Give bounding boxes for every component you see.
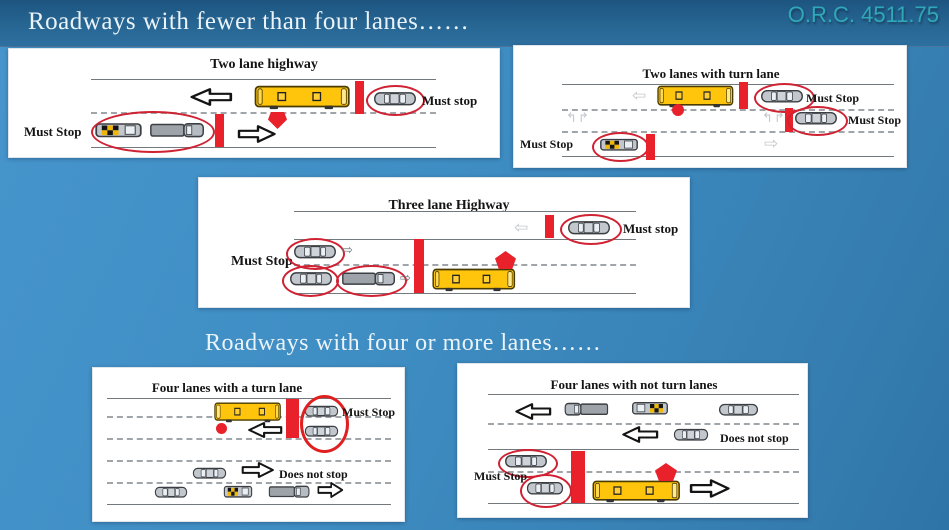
stop-bar — [215, 114, 224, 147]
road-edge-line — [91, 79, 436, 80]
does-not-stop-label: Does not stop — [279, 467, 348, 481]
school-bus-icon — [431, 267, 518, 292]
car-icon — [718, 402, 759, 417]
must-stop-label: Must Stop — [848, 113, 902, 127]
red-circle-marker — [592, 132, 649, 162]
stop-bar — [739, 82, 748, 109]
red-circle-marker — [300, 395, 349, 453]
road-edge-line — [562, 156, 894, 157]
stop-bar — [355, 81, 364, 114]
red-circle-marker — [282, 265, 339, 297]
car-icon — [154, 485, 188, 499]
road-edge-line — [91, 147, 436, 148]
road-lane-line — [107, 482, 391, 484]
road-lane-line — [107, 438, 391, 440]
red-circle-marker — [787, 106, 848, 136]
right-arrow-icon — [317, 481, 344, 499]
right-arrow-icon — [241, 461, 275, 479]
panel-two-lanes-turn-lane: Two lanes with turn lane ⇦ Must Stop ↰↱ … — [513, 45, 907, 168]
stop-bar — [571, 451, 585, 503]
red-circle-marker — [366, 85, 425, 116]
orc-code-label: O.R.C. 4511.75 — [787, 2, 939, 27]
truck-icon — [268, 484, 311, 499]
must-stop-label: Must stop — [422, 93, 478, 108]
does-not-stop-label: Does not stop — [720, 431, 789, 445]
red-circle-marker — [91, 111, 215, 153]
stop-sign-pentagon — [495, 251, 516, 269]
must-stop-label: Must Stop — [342, 405, 396, 419]
road-edge-line — [488, 503, 799, 504]
stop-bar — [286, 399, 299, 438]
left-arrow-icon — [514, 402, 552, 421]
slide-heading-more-lanes: Roadways with four or more lanes…… — [205, 330, 602, 356]
panel-three-lane-highway: Three lane Highway ⇦ Must stop Must Stop… — [198, 177, 690, 308]
left-arrow-icon — [621, 425, 659, 444]
road-lane-line — [562, 131, 894, 133]
panel-four-lanes-no-turn: Four lanes with not turn lanes Does not … — [457, 363, 808, 518]
must-stop-label: Must Stop — [806, 91, 860, 105]
panel-title: Two lane highway — [210, 57, 318, 72]
panel-title: Four lanes with not turn lanes — [550, 377, 718, 392]
left-arrow-icon — [247, 421, 283, 439]
red-circle-marker — [520, 474, 572, 508]
truck-icon — [563, 401, 609, 417]
school-bus-icon — [212, 401, 282, 423]
title-band — [0, 0, 949, 47]
school-bus-icon — [591, 479, 683, 503]
red-circle-marker — [754, 83, 815, 113]
school-van-icon — [631, 400, 669, 416]
road-edge-line — [294, 293, 636, 294]
stop-bar — [414, 239, 424, 293]
red-circle-marker — [336, 265, 407, 297]
must-stop-label: Must Stop — [231, 254, 293, 269]
road-edge-line — [294, 211, 636, 212]
left-arrow-icon: ⇦ — [632, 86, 647, 106]
school-bus-icon — [656, 84, 736, 108]
red-circle-marker — [498, 449, 558, 478]
car-icon — [673, 427, 709, 442]
panel-four-lanes-turn-lane: Four lanes with a turn lane Must Stop Do… — [92, 367, 405, 522]
road-lane-line — [488, 423, 799, 425]
stop-bar — [545, 215, 554, 238]
road-lane-line — [488, 471, 799, 473]
school-van-icon — [223, 484, 253, 499]
school-bus-icon — [253, 84, 353, 110]
road-edge-line — [107, 504, 391, 505]
road-lane-line — [562, 109, 894, 111]
road-lane-line — [107, 460, 391, 462]
road-center-line — [91, 112, 436, 114]
right-arrow-icon: ⇨ — [764, 134, 779, 154]
panel-two-lane-highway: Two lane highway Must stop Must Stop — [8, 48, 500, 158]
stop-bar — [646, 134, 655, 160]
stop-signal-dot — [216, 423, 227, 434]
right-arrow-icon — [689, 478, 731, 499]
panel-title: Two lanes with turn lane — [642, 66, 780, 81]
stop-sign-pentagon — [655, 463, 677, 481]
must-stop-label: Must stop — [623, 221, 679, 236]
right-arrow-icon: ⇨ — [400, 271, 411, 286]
right-arrow-icon: ⇨ — [342, 243, 353, 258]
panel-title: Three lane Highway — [388, 198, 510, 213]
car-icon — [192, 466, 227, 480]
left-arrow-icon: ⇦ — [514, 218, 529, 238]
road-edge-line — [562, 84, 894, 85]
slide-heading-fewer-lanes: Roadways with fewer than four lanes…… — [28, 8, 470, 35]
left-arrow-icon — [189, 87, 233, 107]
must-stop-label: Must Stop — [24, 124, 82, 139]
road-center-line — [488, 449, 799, 450]
turn-lane-markings: ↰↱ — [566, 111, 590, 126]
road-lane-line — [294, 264, 636, 266]
road-lane-line — [294, 239, 636, 240]
road-edge-line — [488, 394, 799, 395]
panel-title: Four lanes with a turn lane — [151, 380, 303, 395]
turn-lane-markings: ↰↱ — [762, 111, 786, 126]
red-circle-marker — [560, 214, 622, 245]
must-stop-label: Must Stop — [520, 137, 574, 151]
road-edge-line — [107, 398, 391, 399]
must-stop-label: Must Stop — [474, 469, 528, 483]
stop-signal-dot — [672, 104, 684, 116]
right-arrow-icon — [237, 124, 277, 144]
